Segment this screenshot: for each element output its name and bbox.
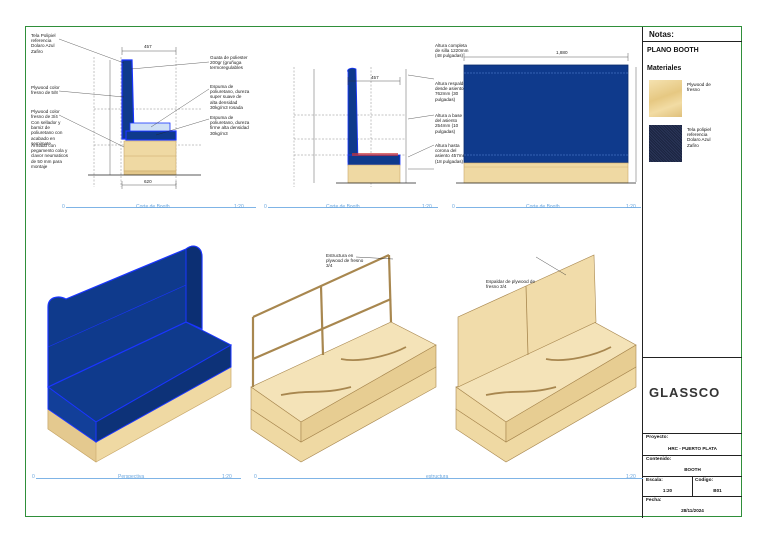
- caption-structure: estructura: [426, 474, 449, 480]
- caption-index-1: 0: [62, 204, 65, 210]
- callout-plywood-58: Plywood color fresno de 5/8: [31, 85, 60, 96]
- caption-index-2: 0: [264, 204, 267, 210]
- perspective-structure: [250, 253, 437, 463]
- material-swatch-wood: [649, 80, 682, 117]
- materials-label: Materiales: [647, 65, 682, 72]
- callout-sealer: Con sellador y barniz de poliuretano con…: [31, 120, 63, 146]
- scale-label: Escala:: [646, 478, 663, 483]
- side-callout-back: Altura respaldo desde asiento 762mm (30 …: [435, 81, 466, 102]
- caption-scale-1: 1:20: [234, 204, 244, 210]
- company-logo: GLASSCO: [649, 385, 721, 400]
- side-view: [293, 67, 435, 187]
- code-value: B01: [713, 488, 722, 493]
- section-view: [58, 38, 210, 189]
- project-value: HRC - PUERTO PLATA: [668, 446, 717, 451]
- perspective-upholstered: [47, 245, 233, 463]
- drawing-sheet: 457 620 Tela Polipiel referencia Dolaro …: [25, 26, 742, 518]
- perspective-backrest: [455, 254, 637, 463]
- side-dim-top: 457: [371, 75, 379, 80]
- content-value: BOOTH: [684, 467, 701, 472]
- front-view: [456, 53, 637, 184]
- side-callout-base: Altura a base del asiento 254mm (10 pulg…: [435, 113, 463, 134]
- caption-line-3: [456, 207, 641, 208]
- drawing-area: 457 620 Tela Polipiel referencia Dolaro …: [26, 27, 643, 518]
- date-divider: [643, 496, 742, 497]
- side-callout-crown: Altura hasta corona del asiento 457mm (1…: [435, 143, 467, 164]
- callout-plywood-34: Plywood color fresno de 3/4: [31, 109, 60, 120]
- side-callout-height: Altura completa de silla 1220mm (48 pulg…: [435, 43, 469, 59]
- scale-code-divider: [692, 476, 693, 496]
- backrest-callout: Espaldar de plywood de fresno 3/4: [486, 279, 536, 290]
- title-block: Notas: PLANO BOOTH Materiales Plywood de…: [643, 27, 742, 516]
- caption-line-5: [258, 478, 643, 479]
- date-label: Fecha:: [646, 498, 662, 503]
- material-label-wood: Plywood de fresno: [687, 82, 711, 93]
- code-label: Codigo:: [695, 478, 714, 483]
- caption-index-5: 0: [254, 474, 257, 480]
- material-swatch-fabric: [649, 125, 682, 162]
- caption-index-3: 0: [452, 204, 455, 210]
- logo-top-divider: [643, 357, 742, 358]
- project-divider: [643, 455, 742, 456]
- caption-line-4: [36, 478, 241, 479]
- caption-section: Corte de Booth: [136, 204, 170, 210]
- section-dim-top: 457: [144, 44, 152, 49]
- caption-scale-5: 1:20: [626, 474, 636, 480]
- callout-fabric: Tela Polipiel referencia Dolaro Azul Zaf…: [31, 33, 56, 54]
- callout-batting: Guata de poliester 200gr (gruñuga termor…: [210, 55, 248, 71]
- caption-scale-4: 1:20: [222, 474, 232, 480]
- caption-front: Corte de Booth: [526, 204, 560, 210]
- project-label: Proyecto:: [646, 435, 669, 440]
- caption-scale-2: 1:20: [422, 204, 432, 210]
- callout-soft-foam: Espuma de poliuretano, dureza super suav…: [210, 84, 250, 110]
- scale-value: 1:20: [662, 488, 673, 493]
- logo-bottom-divider: [643, 433, 742, 434]
- plan-title: PLANO BOOTH: [647, 47, 699, 54]
- date-value: 28/11/2024: [681, 508, 704, 513]
- caption-line-1: [66, 207, 256, 208]
- caption-line-2: [268, 207, 438, 208]
- caption-index-4: 0: [32, 474, 35, 480]
- material-label-fabric: Tela polipiel referencia Dolaro Azul Zaf…: [687, 127, 712, 148]
- front-dim-width: 1,880: [556, 50, 568, 55]
- caption-perspective: Perspectiva: [118, 474, 145, 480]
- content-label: Contenido:: [646, 457, 672, 462]
- callout-firm-foam: Espuma de poliuretano, dureza firme alta…: [210, 115, 250, 136]
- structure-callout: Estructura en plywood de fresno 3/4: [326, 253, 364, 269]
- title-divider: [643, 41, 742, 42]
- caption-scale-3: 1:20: [626, 204, 636, 210]
- section-dim-bottom: 620: [144, 179, 152, 184]
- notes-label: Notas:: [649, 30, 674, 39]
- caption-side: Corte de Booth: [326, 204, 360, 210]
- callout-assembly: Armado con pegamento cola y clavor neuma…: [31, 143, 69, 169]
